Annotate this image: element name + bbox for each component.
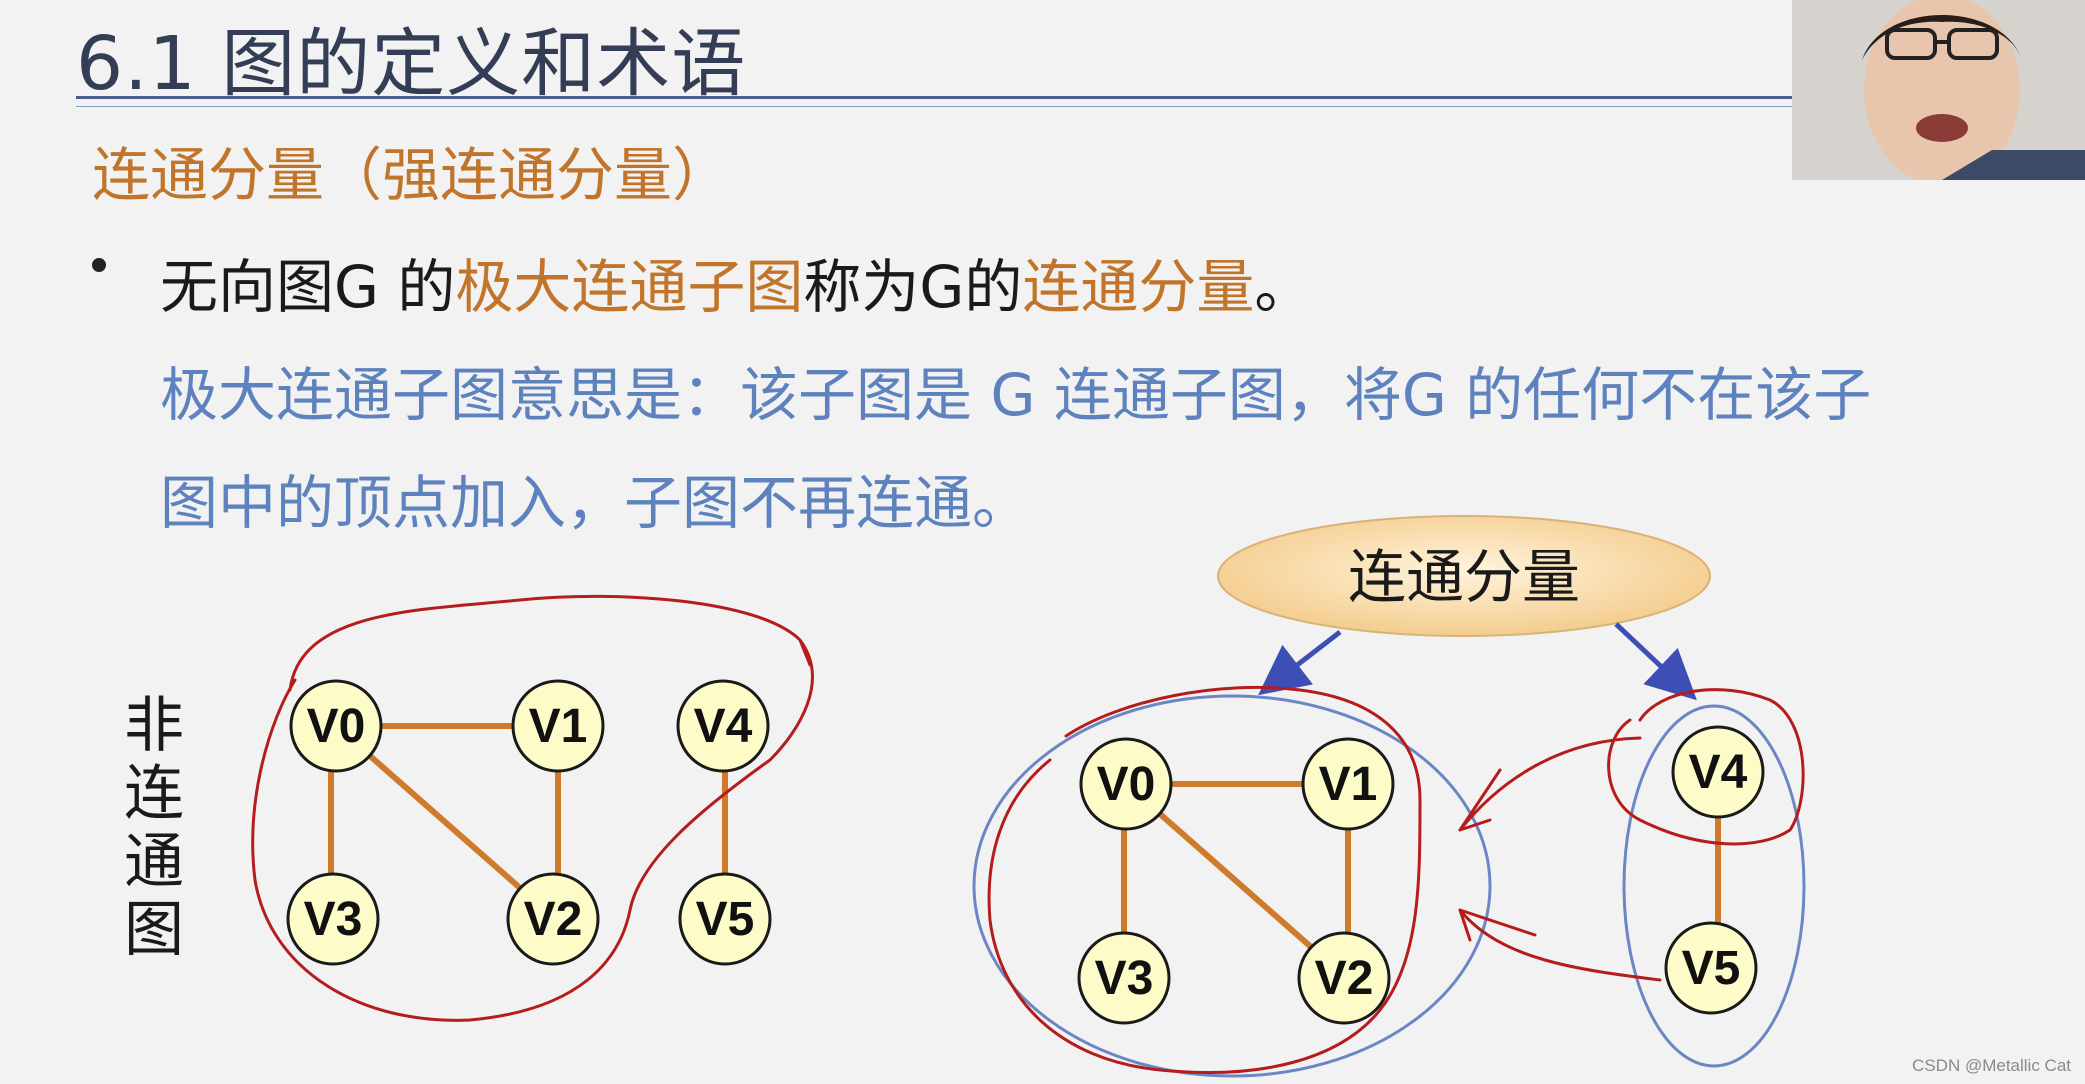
- left-node-v1: V1: [511, 679, 605, 773]
- svg-text:V0: V0: [1097, 758, 1156, 811]
- svg-text:V5: V5: [696, 893, 755, 946]
- definition-part3: 。: [1254, 253, 1313, 321]
- definition-part2: 称为G的: [803, 253, 1023, 321]
- svg-text:V3: V3: [304, 893, 363, 946]
- vertical-char-1: 非: [124, 691, 184, 761]
- svg-text:V4: V4: [694, 700, 753, 753]
- right-node-v3: V3: [1077, 931, 1171, 1025]
- vertical-char-3: 通: [124, 827, 184, 897]
- right-node-v1: V1: [1301, 737, 1395, 831]
- right-node-v2: V2: [1297, 931, 1391, 1025]
- arrow-to-component-1: [1258, 630, 1342, 696]
- cloud-label: 连通分量: [1348, 543, 1580, 611]
- explanation-line-1: 极大连通子图意思是：该子图是 G 连通子图，将G 的任何不在该子: [160, 361, 1872, 429]
- definition-highlight-2: 连通分量: [1022, 253, 1255, 321]
- left-node-v5: V5: [678, 872, 772, 966]
- left-red-annotation: [251, 594, 814, 1022]
- presenter-icon: [1792, 0, 2085, 180]
- right-red-arrow-lower: [1458, 908, 1662, 982]
- svg-text:V4: V4: [1689, 746, 1748, 799]
- left-node-v2: V2: [506, 872, 600, 966]
- title-divider-thin: [76, 106, 1792, 107]
- component-cloud: 连通分量: [1217, 515, 1711, 637]
- left-node-v4: V4: [676, 679, 770, 773]
- right-red-arrow-upper: [1458, 736, 1642, 832]
- arrow-to-component-2: [1614, 622, 1697, 701]
- slide-title: 6.1 图的定义和术语: [76, 21, 747, 107]
- svg-text:V3: V3: [1095, 952, 1154, 1005]
- svg-text:V2: V2: [524, 893, 583, 946]
- definition-highlight-1: 极大连通子图: [455, 253, 804, 321]
- left-graph-nodes: V0 V1 V2 V3 V4 V5: [286, 679, 772, 966]
- edge-v0-v2: [334, 723, 555, 920]
- vertical-char-4: 图: [124, 895, 184, 965]
- left-node-v3: V3: [286, 872, 380, 966]
- watermark: CSDN @Metallic Cat: [1912, 1056, 2071, 1075]
- explanation-line-2: 图中的顶点加入，子图不再连通。: [160, 469, 1031, 537]
- svg-text:V0: V0: [307, 700, 366, 753]
- left-node-v0: V0: [289, 679, 383, 773]
- svg-text:V1: V1: [529, 700, 588, 753]
- right-graph-nodes: V0 V1 V2 V3 V4 V5: [1077, 725, 1765, 1025]
- vertical-char-2: 连: [124, 759, 184, 829]
- right-red-annotation-2: [1607, 688, 1805, 846]
- right-red-annotation-1: [987, 685, 1422, 1074]
- component-2-outline: [1622, 704, 1806, 1068]
- right-node-v0: V0: [1079, 737, 1173, 831]
- presenter-webcam: [1792, 0, 2085, 180]
- right-node-v4: V4: [1671, 725, 1765, 819]
- definition-part1: 无向图G 的: [160, 253, 456, 321]
- component-1-outline: [972, 694, 1492, 1078]
- svg-text:V2: V2: [1315, 952, 1374, 1005]
- svg-text:V1: V1: [1319, 758, 1378, 811]
- svg-text:V5: V5: [1682, 942, 1741, 995]
- title-divider: [76, 96, 1792, 99]
- bullet-dot: [92, 258, 106, 272]
- r-edge-v0-v2: [1124, 781, 1346, 979]
- section-subtitle: 连通分量（强连通分量）: [92, 141, 731, 209]
- disconnected-graph-label: 非 连 通 图: [124, 692, 194, 964]
- definition-line: 无向图G 的极大连通子图称为G的连通分量。: [160, 240, 1312, 324]
- right-node-v5: V5: [1664, 921, 1758, 1015]
